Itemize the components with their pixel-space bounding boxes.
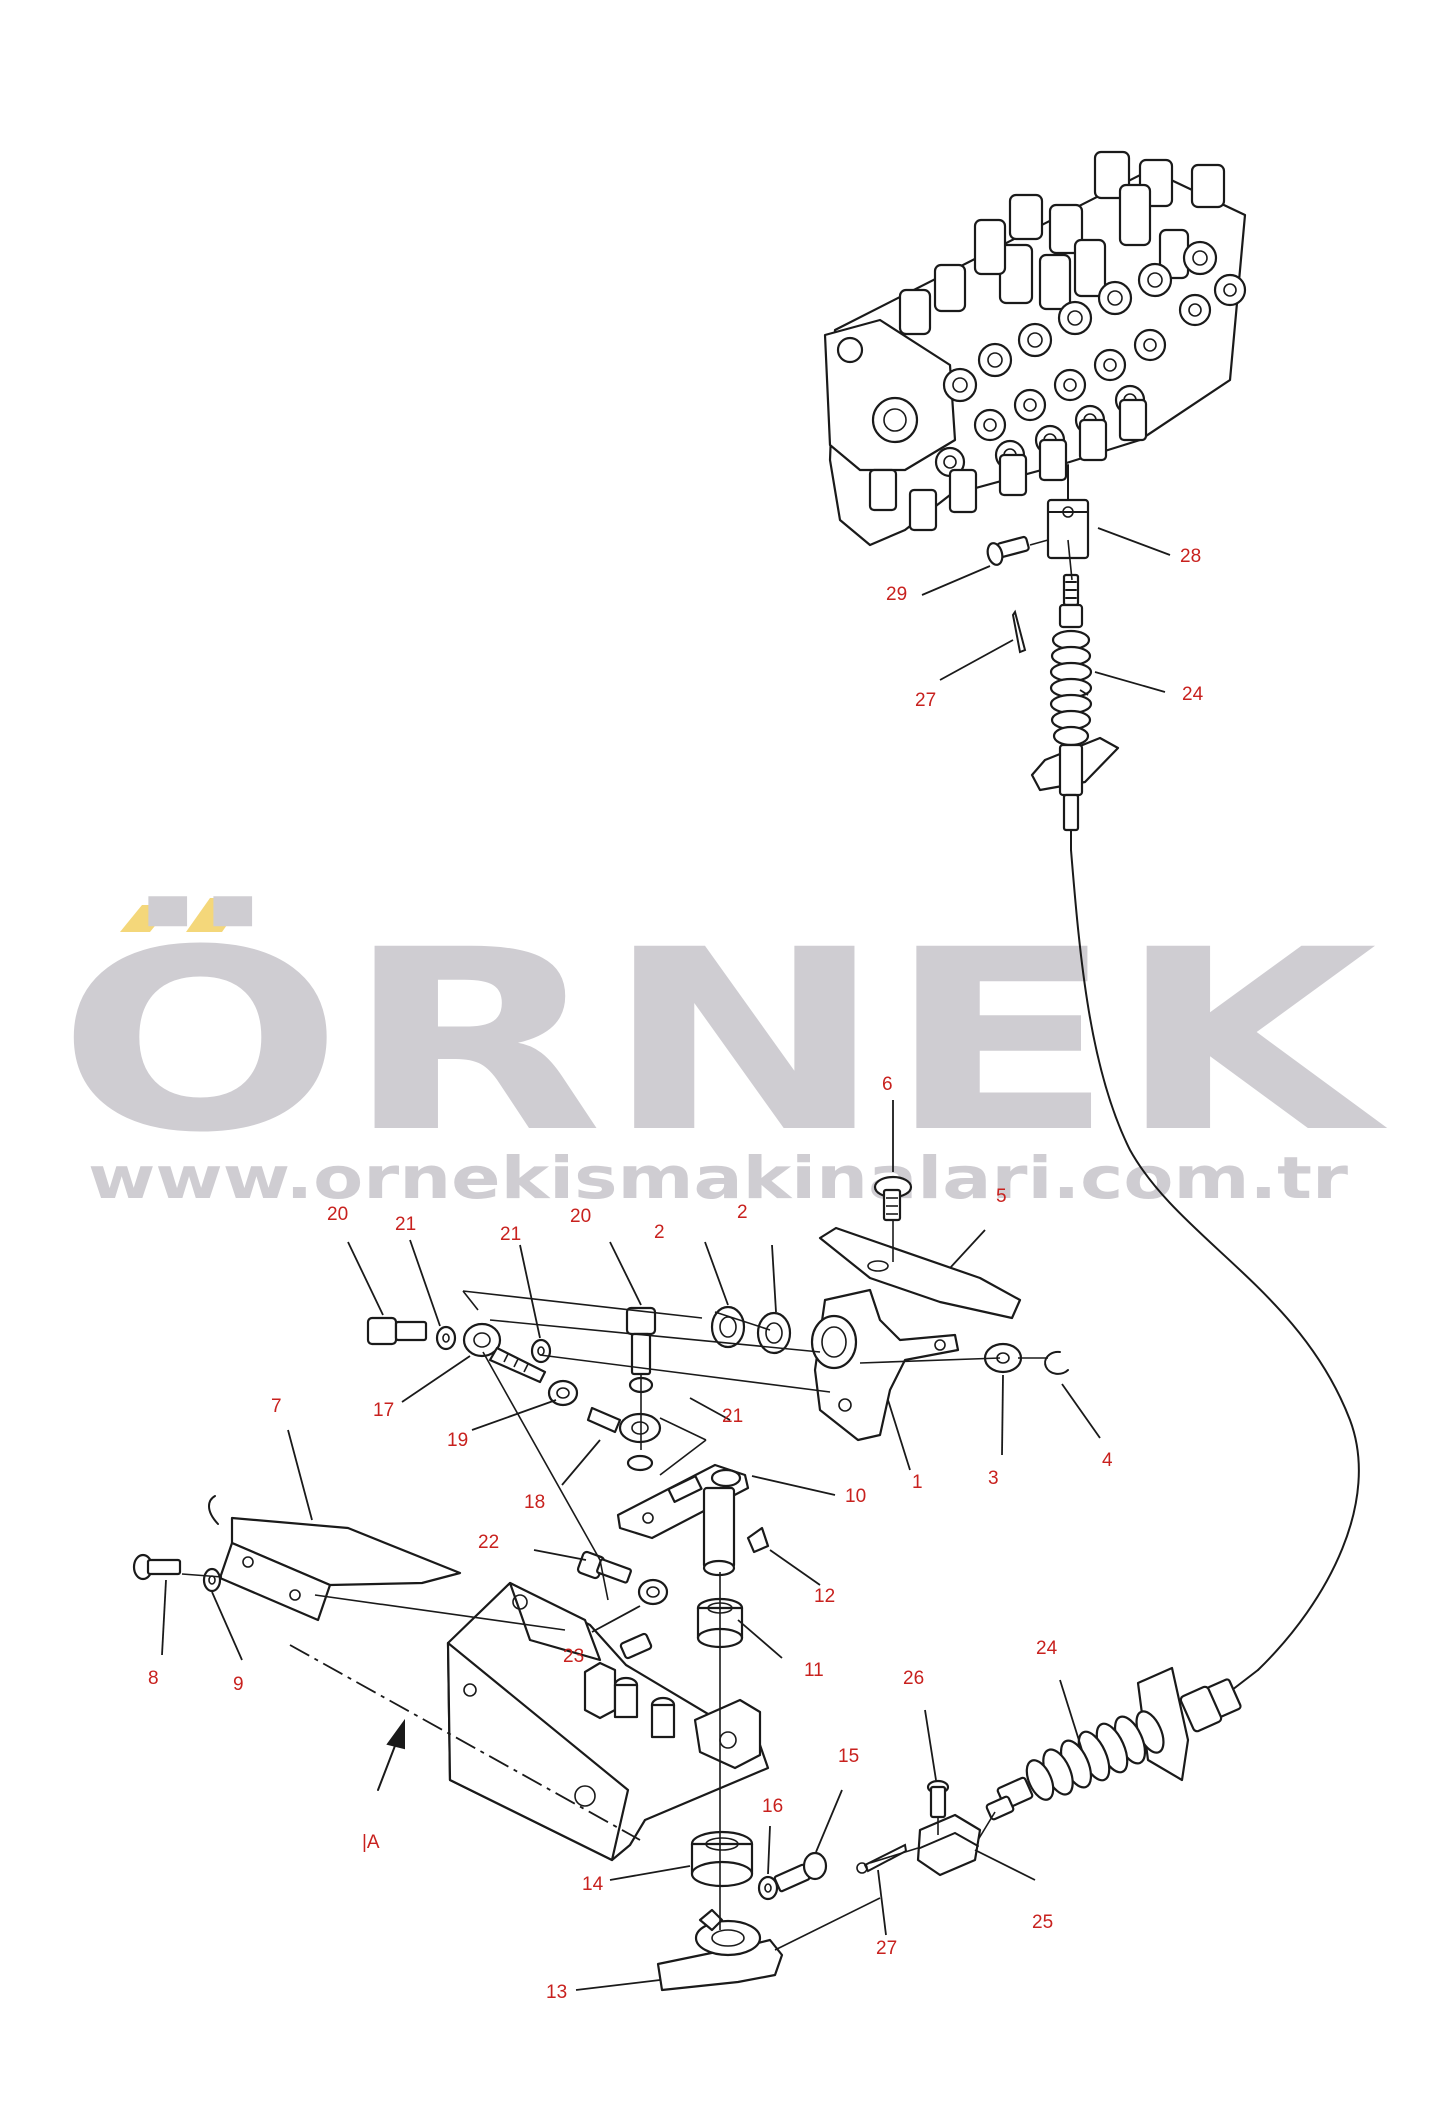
view-arrow-a — [377, 1718, 405, 1791]
nut-19 — [547, 1379, 579, 1407]
pin-29 — [986, 535, 1030, 566]
callout-14: 14 — [582, 1874, 604, 1895]
callout-29: 29 — [886, 584, 907, 605]
callout-22: 22 — [478, 1532, 499, 1553]
view-label-a: |A — [362, 1832, 380, 1853]
bolt-8 — [132, 1553, 182, 1581]
control-valve-block — [823, 150, 1247, 547]
ball-joint-17 — [462, 1322, 547, 1384]
lever-1 — [810, 1288, 960, 1442]
callout-24-upper: 24 — [1182, 684, 1204, 705]
cable-24-upper-end — [1030, 573, 1120, 851]
pedal-7 — [208, 1495, 462, 1622]
lever-plate-10 — [616, 1463, 750, 1577]
callout-3: 3 — [988, 1468, 999, 1489]
callout-21-middle: 21 — [500, 1224, 521, 1245]
plate-5 — [818, 1226, 1022, 1320]
callout-16: 16 — [762, 1796, 783, 1817]
nut-23 — [619, 1578, 669, 1660]
bolt-20-vertical — [625, 1306, 657, 1376]
key-12 — [746, 1526, 770, 1554]
callout-1: 1 — [912, 1472, 923, 1493]
callout-5: 5 — [996, 1186, 1007, 1207]
bushing-2a — [710, 1305, 746, 1349]
cable-24-lower-end — [985, 1666, 1259, 1821]
callout-17: 17 — [373, 1400, 394, 1421]
washer-16 — [757, 1875, 779, 1901]
bolt-20-left — [366, 1316, 428, 1346]
assembly-lines — [181, 539, 1073, 1951]
screw-6 — [873, 1175, 913, 1222]
washer-9 — [202, 1567, 222, 1593]
callout-20-vertical: 20 — [570, 1206, 591, 1227]
callout-27-upper: 27 — [915, 690, 936, 711]
leader-lines — [161, 527, 1171, 1991]
watermark-url: www.ornekismakinalari.com.tr — [88, 1144, 1348, 1212]
watermark-accent-mark-right — [186, 898, 246, 932]
callout-4: 4 — [1102, 1450, 1113, 1471]
watermark-brand: ÖRNEK — [57, 896, 1388, 1187]
callout-15: 15 — [838, 1746, 859, 1767]
callout-21-right: 21 — [722, 1406, 743, 1427]
split-pin-27-upper — [1011, 609, 1027, 654]
callout-9: 9 — [233, 1674, 244, 1695]
callout-23: 23 — [563, 1646, 584, 1667]
callout-6: 6 — [882, 1074, 893, 1095]
callout-8: 8 — [148, 1668, 159, 1689]
watermark: ÖRNEK www.ornekismakinalari.com.tr — [57, 896, 1388, 1212]
callout-7: 7 — [271, 1396, 282, 1417]
washer-21-middle — [530, 1338, 552, 1364]
callout-28: 28 — [1180, 546, 1201, 567]
washer-21-left — [435, 1325, 457, 1351]
callouts: 1 2 2 3 4 5 6 7 8 9 10 11 12 13 14 15 16… — [148, 546, 1204, 2003]
clevis-28 — [1046, 464, 1090, 560]
callout-2-bushing-a: 2 — [654, 1222, 665, 1243]
callout-19: 19 — [447, 1430, 468, 1451]
control-cable — [1070, 849, 1360, 1671]
callout-26: 26 — [903, 1668, 924, 1689]
bushing-2b — [756, 1311, 792, 1355]
bushing-14 — [690, 1830, 754, 1888]
callout-27-lower: 27 — [876, 1938, 897, 1959]
base-bracket — [446, 1581, 770, 1862]
callout-24-lower: 24 — [1036, 1638, 1058, 1659]
callout-10: 10 — [845, 1486, 866, 1507]
callout-2-bushing-b: 2 — [737, 1202, 748, 1223]
lever-arm-13 — [656, 1908, 784, 1992]
watermark-accent-mark-left — [120, 905, 172, 932]
callout-21-left: 21 — [395, 1214, 416, 1235]
callout-13: 13 — [546, 1982, 567, 2003]
callout-11: 11 — [804, 1660, 824, 1681]
callout-20-left: 20 — [327, 1204, 348, 1225]
pin-26 — [926, 1779, 950, 1819]
callout-25: 25 — [1032, 1912, 1053, 1933]
callout-12: 12 — [814, 1586, 835, 1607]
bolt-15 — [773, 1851, 828, 1893]
clevis-25 — [916, 1813, 982, 1877]
ball-joint-18 — [586, 1406, 662, 1472]
callout-18: 18 — [524, 1492, 545, 1513]
circlip-4 — [1044, 1350, 1069, 1375]
